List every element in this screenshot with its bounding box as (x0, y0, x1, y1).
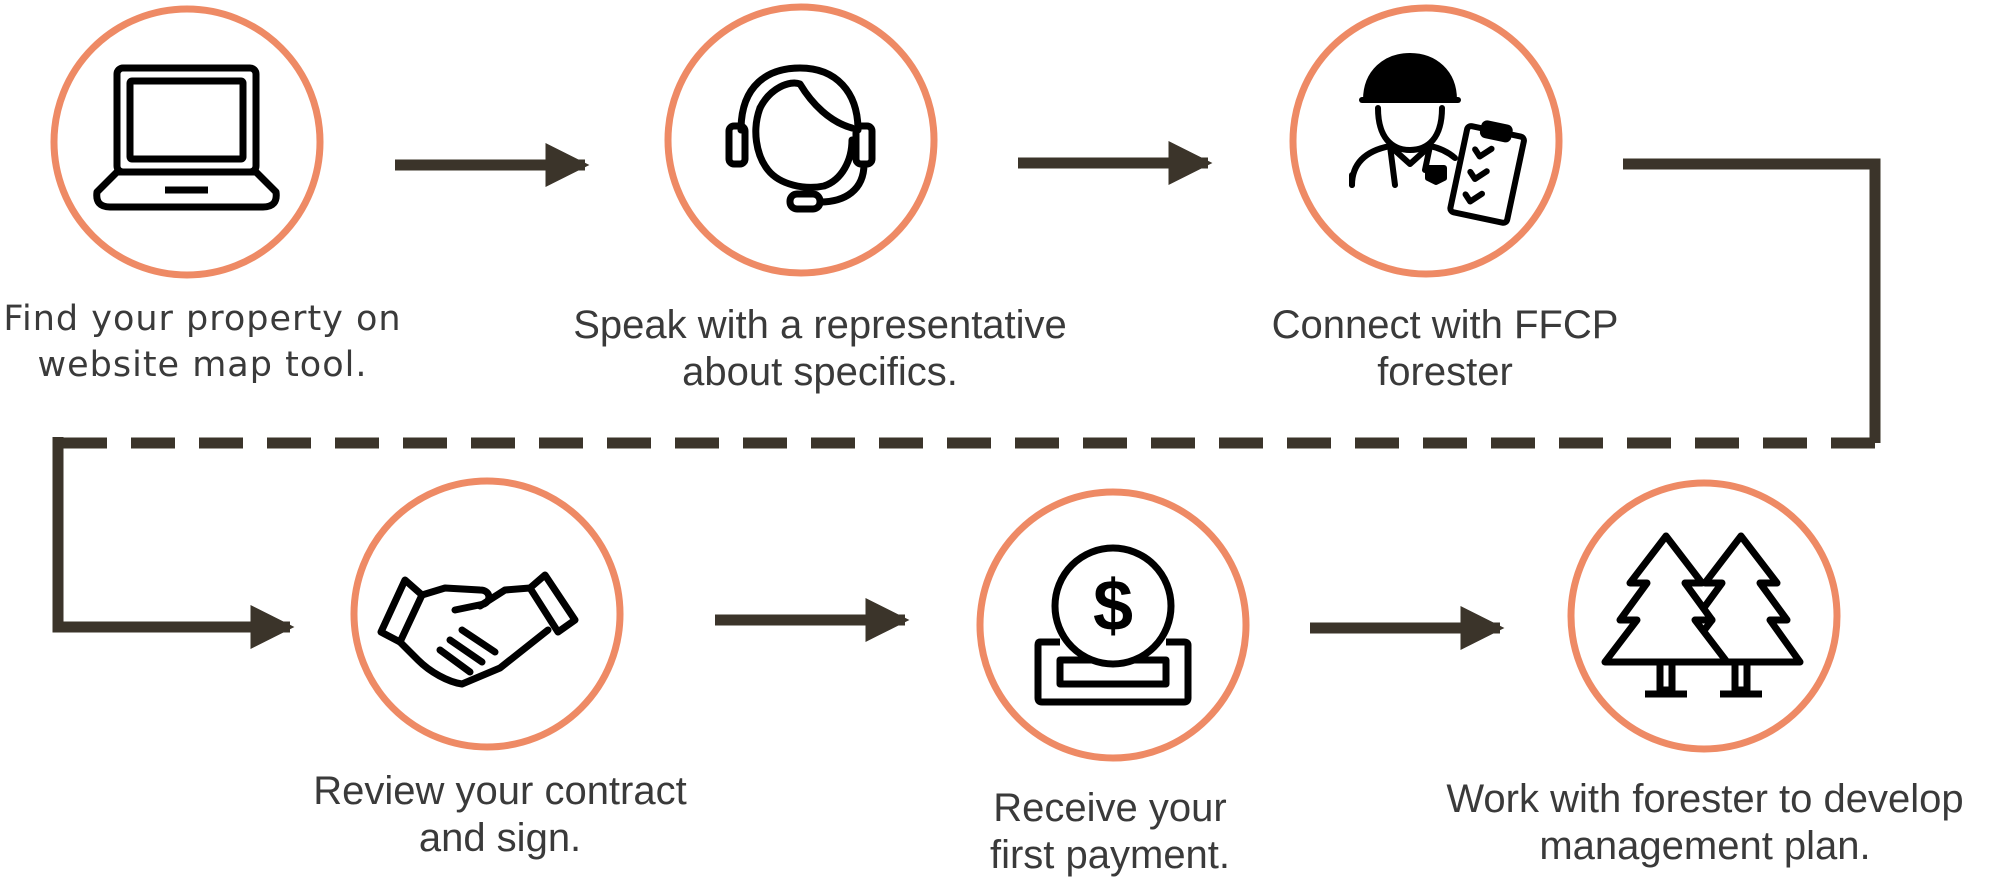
handshake-icon (377, 571, 579, 688)
step-5-label: Receive your first payment. (880, 785, 1340, 879)
step-1-label-line-2: website map tool. (37, 345, 368, 385)
step-2-label-line-2: about specifics. (682, 350, 958, 394)
step-4-label: Review your contract and sign. (250, 768, 750, 862)
dollar-coin-payment-icon: $ (1034, 544, 1192, 706)
step-1-circle (50, 5, 324, 279)
step-1-label-line-1: Find your property on (3, 299, 402, 339)
laptop-icon (93, 64, 280, 211)
headset-representative-icon (725, 64, 876, 213)
step-4-label-line-1: Review your contract (313, 769, 687, 813)
svg-text:$: $ (1093, 566, 1133, 646)
step-6-label: Work with forester to develop management… (1400, 776, 2010, 870)
step-4-label-line-2: and sign. (418, 816, 582, 860)
forester-clipboard-icon (1349, 53, 1527, 226)
step-6-label-line-1: Work with forester to develop (1446, 777, 1964, 821)
step-2-label: Speak with a representative about specif… (520, 302, 1120, 396)
step-3-label-line-2: forester (1377, 350, 1513, 394)
pine-trees-icon (1601, 532, 1804, 698)
connector-down-to-4 (52, 437, 295, 649)
connector-3-down (1623, 158, 1881, 443)
step-2-label-line-1: Speak with a representative (573, 303, 1067, 347)
step-2-circle (664, 3, 938, 277)
step-5-label-line-1: Receive your (993, 786, 1227, 830)
step-4-circle (350, 477, 624, 751)
step-3-label: Connect with FFCP forester (1180, 302, 1710, 396)
step-5-label-line-2: first payment. (989, 833, 1231, 877)
step-6-label-line-2: management plan. (1539, 824, 1871, 868)
connectors (52, 141, 1881, 650)
step-3-label-line-1: Connect with FFCP (1271, 303, 1619, 347)
step-1-label: Find your property on website map tool. (0, 296, 405, 388)
